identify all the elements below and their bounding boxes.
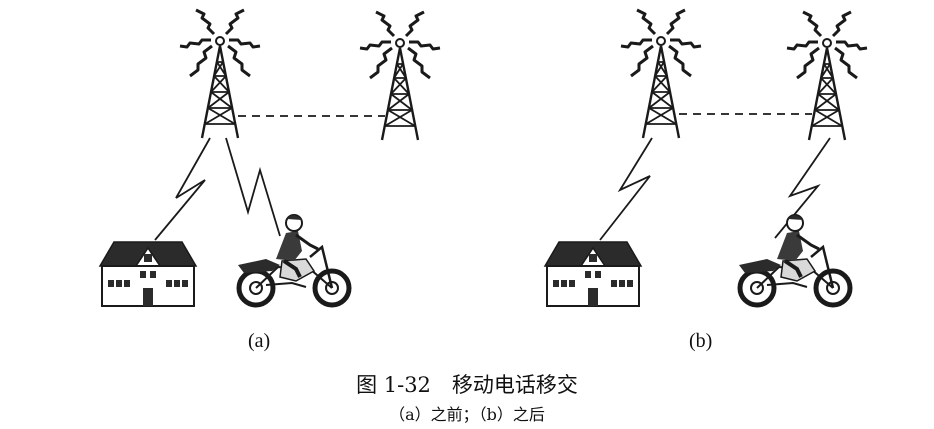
figure-subcaption: （a）之前；（b）之后 <box>389 405 545 424</box>
radio-link-icon <box>154 137 211 241</box>
motorcycle-rider-icon <box>739 215 850 305</box>
cell-tower-icon <box>178 8 262 140</box>
motorcycle-rider-icon <box>238 215 349 305</box>
radio-link-icon <box>225 137 281 237</box>
radio-link-icon <box>774 137 831 239</box>
house-icon <box>544 241 642 307</box>
house-icon <box>99 241 197 307</box>
radio-link-icon <box>599 137 653 241</box>
panel-a <box>99 8 442 307</box>
cell-tower-icon <box>619 8 703 140</box>
panel-label-a: (a) <box>248 330 271 352</box>
cell-tower-icon <box>358 10 442 142</box>
panel-b <box>544 8 869 307</box>
figure-caption: 图 1-32 移动电话移交 <box>356 373 578 397</box>
cell-tower-icon <box>785 10 869 142</box>
panel-label-b: (b) <box>689 330 713 352</box>
